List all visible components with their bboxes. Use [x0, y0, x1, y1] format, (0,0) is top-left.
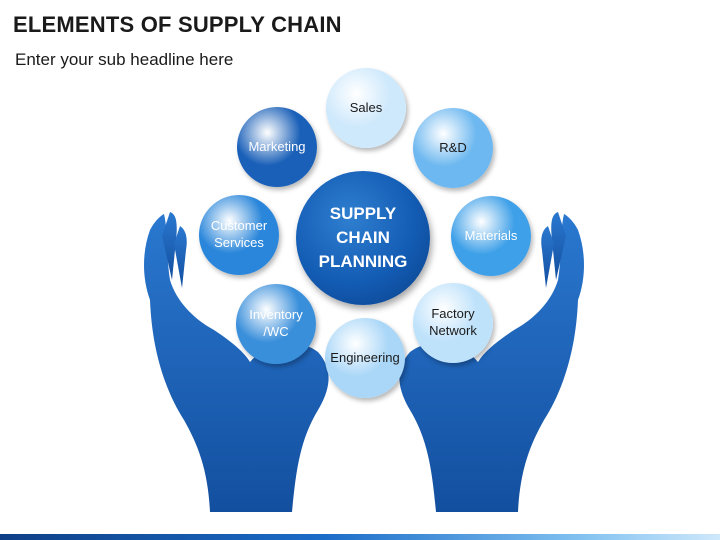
node-sales-label: Sales [349, 99, 383, 115]
node-engineering-label: Engineering [330, 349, 400, 365]
bottom-accent-bar [0, 534, 720, 540]
center-node-supply-chain-planning[interactable]: SUPPLY CHAIN PLANNING [296, 171, 430, 305]
node-factory-network-label: Factory Network [429, 306, 477, 338]
node-rd-label: R&D [439, 139, 467, 155]
node-rd[interactable]: R&D [413, 108, 493, 188]
node-customer-services-label: Customer Services [210, 218, 268, 250]
node-materials-label: Materials [464, 227, 518, 243]
node-marketing[interactable]: Marketing [237, 107, 317, 187]
node-marketing-label: Marketing [248, 138, 306, 154]
node-factory-network[interactable]: Factory Network [413, 283, 493, 363]
node-inventory-wc-label: Inventory /WC [249, 307, 303, 339]
node-materials[interactable]: Materials [451, 196, 531, 276]
left-hand [144, 212, 329, 512]
right-hand [399, 212, 584, 512]
page-subtitle: Enter your sub headline here [15, 50, 234, 69]
node-sales[interactable]: Sales [326, 68, 406, 148]
node-engineering[interactable]: Engineering [325, 318, 405, 398]
node-inventory-wc[interactable]: Inventory /WC [236, 284, 316, 364]
node-customer-services[interactable]: Customer Services [199, 195, 279, 275]
center-node-label: SUPPLY CHAIN PLANNING [318, 204, 408, 271]
page-title: ELEMENTS OF SUPPLY CHAIN [13, 12, 342, 37]
